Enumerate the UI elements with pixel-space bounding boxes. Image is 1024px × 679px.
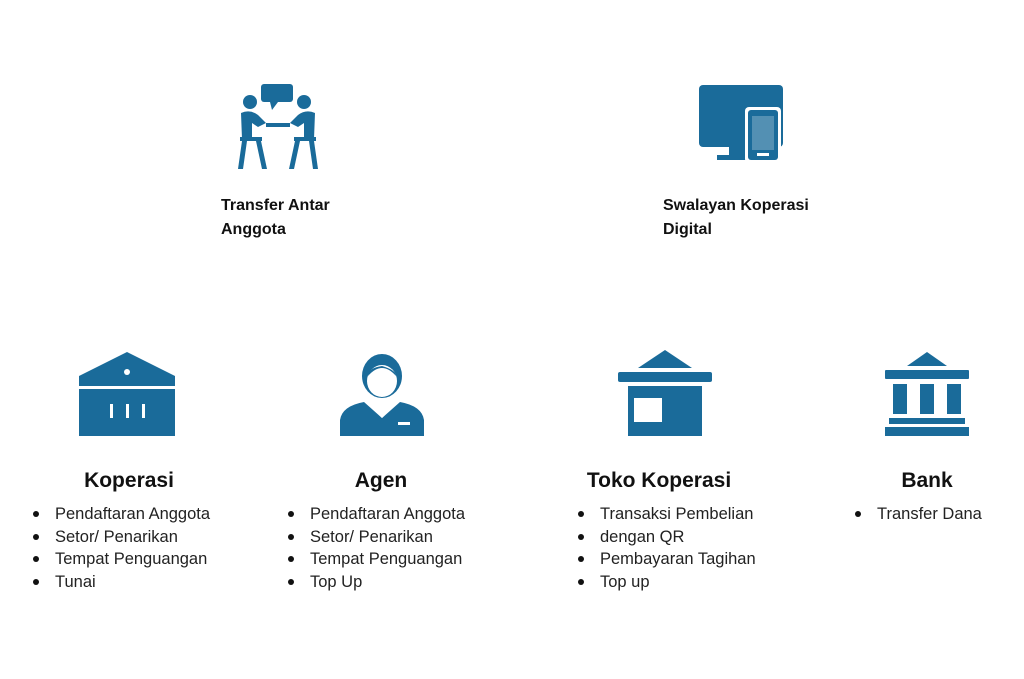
bank-title: Bank [901, 469, 953, 492]
list-item: Pendaftaran Anggota [33, 503, 210, 526]
label-line-2: Digital [663, 221, 712, 238]
list-item: Setor/ Penarikan [288, 526, 465, 549]
bank-list: Transfer Dana [855, 503, 982, 526]
list-item: Tempat Penguangan [33, 548, 210, 571]
list-item: Top up [578, 571, 756, 594]
koperasi-title: Koperasi [84, 469, 174, 492]
list-item: Transfer Dana [855, 503, 982, 526]
label-line-1: Swalayan Koperasi [663, 197, 809, 214]
label-line-2: Anggota [221, 221, 286, 238]
meeting-icon [236, 83, 320, 169]
cooperative-building-icon [79, 352, 175, 436]
list-item: dengan QR [578, 526, 756, 549]
agen-list: Pendaftaran Anggota Setor/ Penarikan Tem… [288, 503, 465, 593]
list-item: Setor/ Penarikan [33, 526, 210, 549]
list-item: Tempat Penguangan [288, 548, 465, 571]
toko-koperasi-list: Transaksi Pembelian dengan QR Pembayaran… [578, 503, 756, 593]
label-line-1: Transfer Antar [221, 197, 330, 214]
agent-person-icon [340, 352, 424, 436]
agen-title: Agen [354, 469, 408, 492]
koperasi-list: Pendaftaran Anggota Setor/ Penarikan Tem… [33, 503, 210, 593]
list-item: Top Up [288, 571, 465, 594]
list-item: Tunai [33, 571, 210, 594]
swalayan-koperasi-digital-label: Swalayan Koperasi Digital [663, 194, 809, 242]
list-item: Pendaftaran Anggota [288, 503, 465, 526]
toko-koperasi-title: Toko Koperasi [586, 469, 732, 492]
shop-icon [616, 350, 714, 436]
bank-icon [885, 352, 969, 436]
list-item: Pembayaran Tagihan [578, 548, 756, 571]
transfer-antar-anggota-label: Transfer Antar Anggota [221, 194, 330, 242]
list-item: Transaksi Pembelian [578, 503, 756, 526]
devices-icon [699, 85, 785, 165]
